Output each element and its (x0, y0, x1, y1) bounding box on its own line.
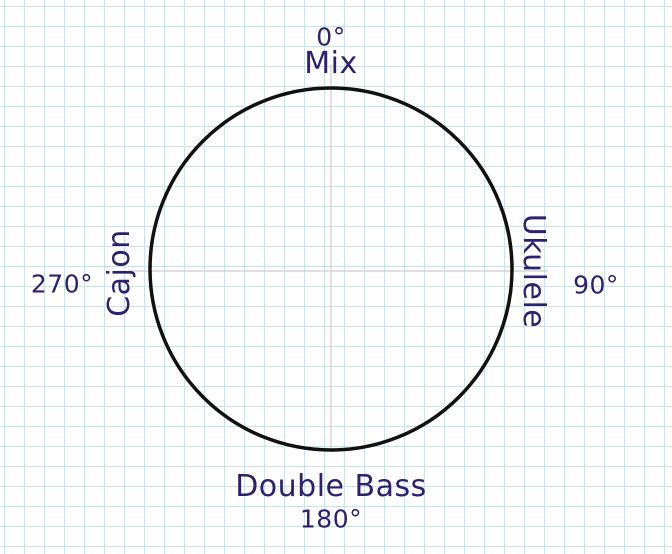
source-label-mix: Mix (304, 46, 358, 81)
degree-label-0: 0° (316, 22, 346, 52)
degree-label-90: 90° (573, 270, 619, 300)
degree-label-180: 180° (299, 504, 363, 534)
source-label-double-bass: Double Bass (235, 469, 427, 504)
degree-label-270: 270° (30, 269, 94, 299)
source-label-cajon: Cajon (102, 229, 137, 317)
polar-circle (148, 86, 514, 452)
source-label-ukulele: Ukulele (516, 213, 551, 329)
